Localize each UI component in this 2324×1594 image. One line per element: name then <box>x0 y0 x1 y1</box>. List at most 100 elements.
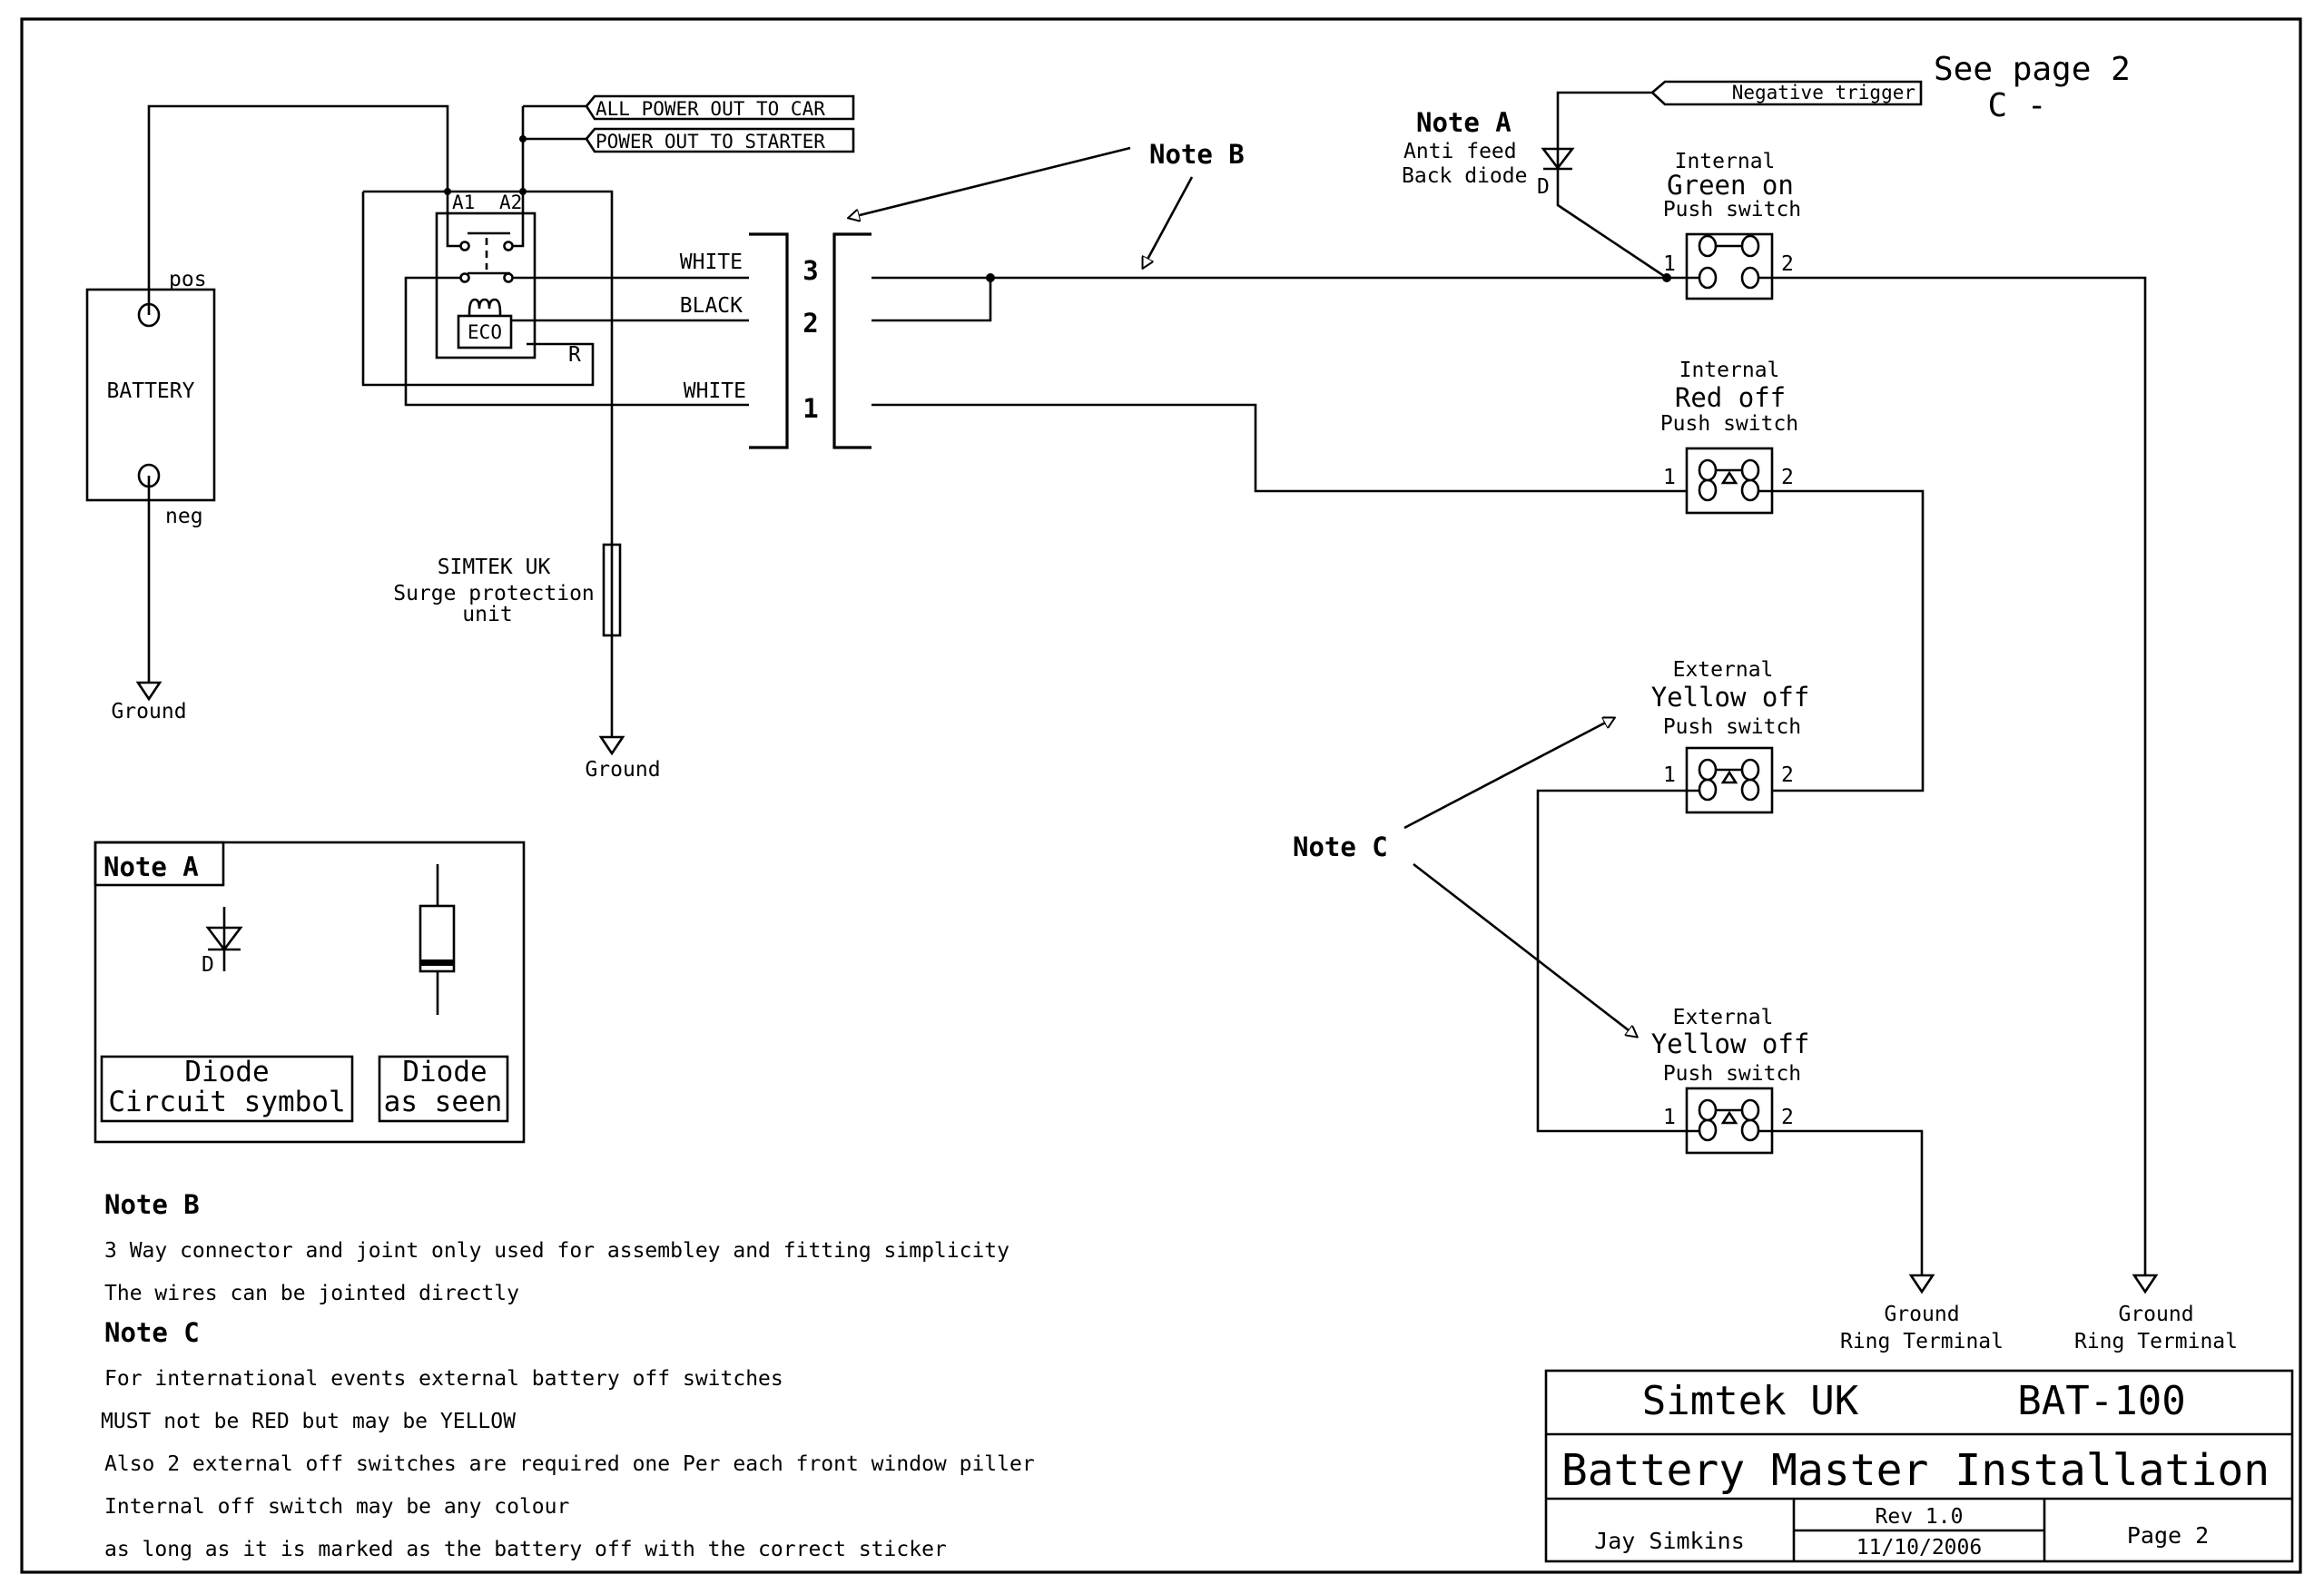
ring-ground-label-line1: Ground <box>2118 1303 2193 1326</box>
relay-eco-label: ECO <box>468 321 502 343</box>
diode-symbol-label2: Circuit symbol <box>108 1086 345 1118</box>
switch-name-label: Yellow off <box>1651 682 1810 713</box>
switch-name-label: Yellow off <box>1651 1028 1810 1059</box>
output-flag-all-power <box>585 94 855 121</box>
negative-trigger-label: Negative trigger <box>1732 82 1915 103</box>
connector-pin-1: 1 <box>803 393 818 424</box>
note-a-callout-line2: Back diode <box>1402 164 1527 188</box>
battery: BATTERY pos neg Ground <box>85 104 449 723</box>
switch-pin2-label: 2 <box>1781 763 1794 787</box>
surge-label-line3: unit <box>462 603 512 626</box>
note-b-callout-label: Note B <box>1149 139 1245 170</box>
surge-protection-unit: SIMTEK UK Surge protection unit Ground <box>393 543 661 782</box>
relay-a2-label: A2 <box>499 192 522 213</box>
ring-ground-label-line2: Ring Terminal <box>1840 1330 2004 1353</box>
ground-icon <box>1908 1274 1935 1294</box>
ring-ground-label-line2: Ring Terminal <box>2074 1330 2238 1353</box>
diode-d-label: D <box>202 953 214 977</box>
sheet-border <box>20 17 2302 1574</box>
note-b-line: The wires can be jointed directly <box>104 1282 519 1305</box>
note-c-line: as long as it is marked as the battery o… <box>104 1538 947 1561</box>
negative-trigger-flag <box>1650 80 1923 106</box>
switch-pin2-label: 2 <box>1781 466 1794 489</box>
output-flag-starter <box>585 127 855 153</box>
title-date: 11/10/2006 <box>1856 1536 1982 1560</box>
ground-icon <box>2132 1274 2159 1294</box>
switch-internal-red-off: Internal Red off Push switch 1 2 <box>1660 359 1925 792</box>
switch-name-label: Green on <box>1667 170 1794 201</box>
switch-internal-green-on: Internal Green on Push switch 1 2 <box>1663 150 2147 1275</box>
surge-ground-label: Ground <box>585 758 660 782</box>
surge-label-line2: Surge protection <box>393 582 595 605</box>
title-revision: Rev 1.0 <box>1876 1505 1964 1529</box>
switch-type-label: External <box>1673 658 1774 682</box>
note-b-title: Note B <box>104 1189 200 1220</box>
title-block: Simtek UK BAT-100 Battery Master Install… <box>1544 1369 2294 1563</box>
note-a-callout-line1: Anti feed <box>1403 140 1517 163</box>
battery-ground-label: Ground <box>111 700 186 723</box>
note-c-line: For international events external batter… <box>104 1367 783 1391</box>
relay-coil-icon <box>468 298 502 314</box>
note-a-box-title: Note A <box>103 851 199 882</box>
see-page-line1: See page 2 <box>1934 51 2131 88</box>
switch-type-label: Internal <box>1675 150 1776 173</box>
switch-type-label: External <box>1673 1006 1774 1029</box>
switch-pin1-label: 1 <box>1663 466 1676 489</box>
output-starter-label: POWER OUT TO STARTER <box>596 131 825 153</box>
push-switch-icon <box>1685 447 1774 515</box>
title-drawing-name: Battery Master Installation <box>1561 1445 2270 1496</box>
switch-external-yellow-off-1: External Yellow off Push switch 1 2 <box>1536 658 1810 1133</box>
switch-type-label: Internal <box>1679 359 1780 382</box>
note-c-callout: Note C <box>1293 718 1637 1037</box>
title-company: Simtek UK <box>1642 1378 1859 1424</box>
diode-seen-label2: as seen <box>384 1086 503 1118</box>
battery-body <box>85 288 216 502</box>
switch-kind-label: Push switch <box>1663 1062 1801 1086</box>
wire-label-white-bottom: WHITE <box>684 379 746 403</box>
battery-neg-label: neg <box>165 505 203 528</box>
push-switch-icon <box>1685 746 1774 814</box>
battery-pos-label: pos <box>169 268 207 291</box>
diode-symbol-label1: Diode <box>184 1056 269 1088</box>
ground-icon <box>598 735 625 756</box>
switch-pin1-label: 1 <box>1663 763 1676 787</box>
output-all-power-label: ALL POWER OUT TO CAR <box>596 98 825 120</box>
see-page-line2: C - <box>1987 87 2046 124</box>
ring-ground-label-line1: Ground <box>1884 1303 1959 1326</box>
notes: Note B 3 Way connector and joint only us… <box>101 1189 1035 1561</box>
diode-seen-label1: Diode <box>402 1056 487 1088</box>
title-page: Page 2 <box>2127 1522 2209 1549</box>
switch-pin1-label: 1 <box>1663 1106 1676 1129</box>
relay: A1 A2 ECO R <box>361 106 749 552</box>
switch-pin1-label: 1 <box>1663 252 1676 276</box>
connector-pin-2: 2 <box>803 308 818 339</box>
note-c-line: Internal off switch may be any colour <box>104 1495 569 1519</box>
push-switch-icon <box>1685 232 1774 300</box>
switch-kind-label: Push switch <box>1663 198 1801 221</box>
battery-pos-wire <box>147 104 449 315</box>
push-switch-icon <box>1685 1087 1774 1155</box>
relay-a1-label: A1 <box>452 192 475 213</box>
diode-symbol-icon <box>205 926 243 952</box>
switch-kind-label: Push switch <box>1663 715 1801 739</box>
note-a-callout-title: Note A <box>1416 107 1512 138</box>
wire-label-white-top: WHITE <box>680 251 743 274</box>
note-c-title: Note C <box>104 1317 200 1348</box>
switch-kind-label: Push switch <box>1660 412 1798 436</box>
note-c-line: Also 2 external off switches are require… <box>104 1452 1035 1476</box>
ground-icon <box>135 681 162 702</box>
power-outputs: ALL POWER OUT TO CAR POWER OUT TO STARTE… <box>519 94 855 153</box>
note-c-callout-label: Note C <box>1293 831 1388 862</box>
surge-label-line1: SIMTEK UK <box>438 556 551 579</box>
switch-pin2-label: 2 <box>1781 1106 1794 1129</box>
note-a-box: Note A D Diode Circuit symbol Diode as s… <box>94 841 526 1144</box>
note-b-callout: Note B <box>849 139 1245 268</box>
diode-d-label: D <box>1537 175 1550 199</box>
title-part-number: BAT-100 <box>2017 1378 2185 1424</box>
note-a-callout: Note A Anti feed Back diode D Negative t… <box>1402 80 1923 282</box>
switch-name-label: Red off <box>1675 382 1786 413</box>
switch-pin2-label: 2 <box>1781 252 1794 276</box>
battery-label: BATTERY <box>107 379 195 403</box>
connector-pin-3: 3 <box>803 255 818 286</box>
